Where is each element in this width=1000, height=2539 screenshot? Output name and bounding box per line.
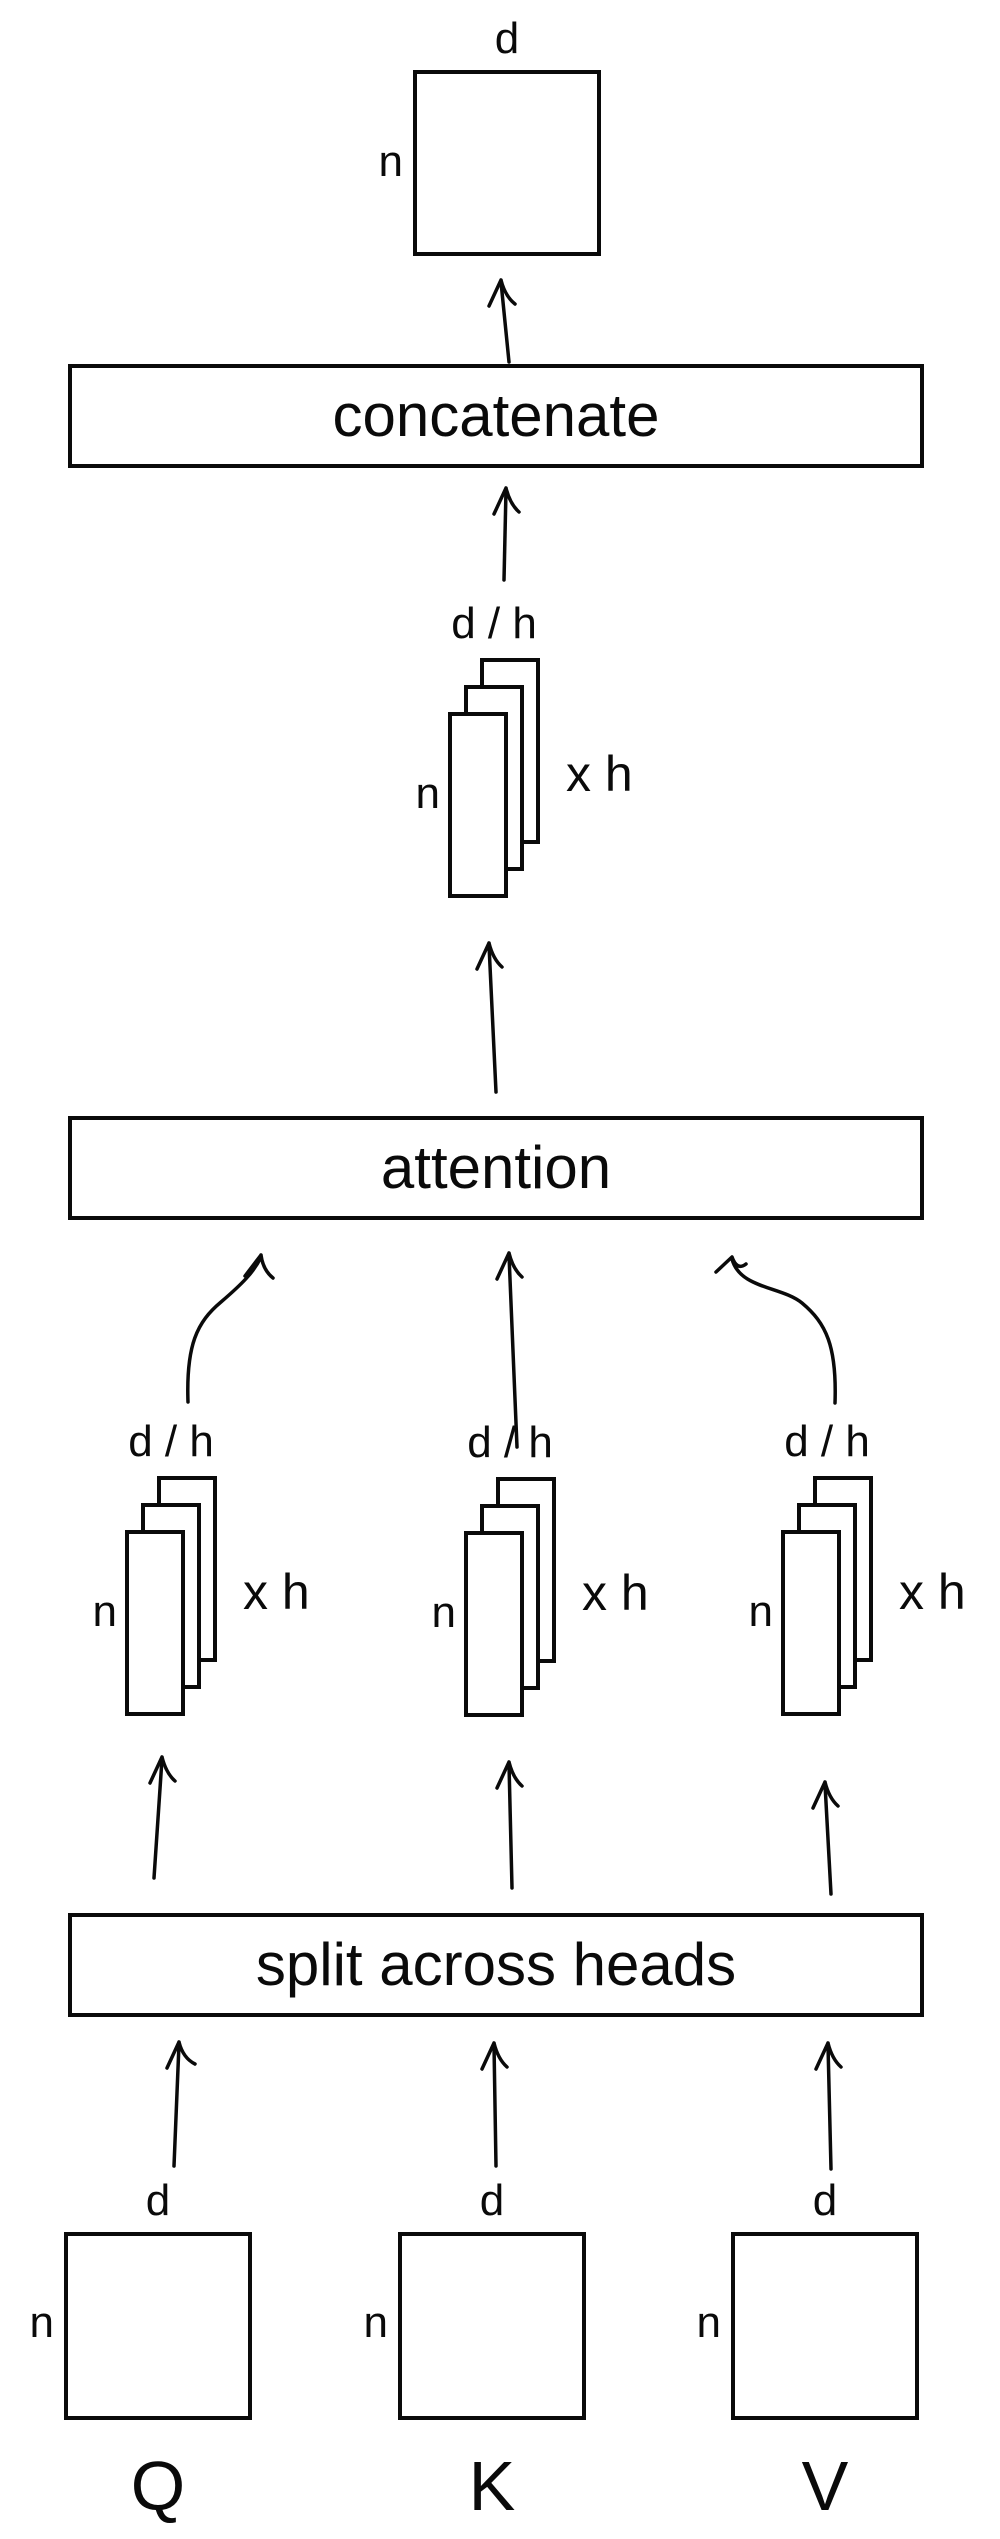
arrow-merged-stack-to-concatenate <box>492 486 521 582</box>
split-across-heads-box: split across heads <box>68 1913 924 2017</box>
merged-stack-side-dim-label: n <box>415 769 440 818</box>
arrow-q-heads-to-attention <box>186 1253 275 1404</box>
v-matrix-top-dim-label: d <box>812 2176 838 2225</box>
q-head-stack-sheet-front <box>125 1530 185 1716</box>
q-head-stack: d / h n x h <box>93 1418 310 1716</box>
arrow-v-to-split <box>814 2041 843 2171</box>
k-head-stack-side-dim-label: n <box>431 1588 456 1637</box>
v-matrix <box>731 2232 919 2420</box>
k-head-stack-count-label: x h <box>582 1565 649 1621</box>
q-head-stack-count-label: x h <box>243 1564 310 1620</box>
arrow-concatenate-to-output <box>487 278 517 364</box>
output-matrix <box>413 70 601 256</box>
concatenate-box-label: concatenate <box>332 382 660 449</box>
concatenate-box: concatenate <box>68 364 924 468</box>
q-matrix <box>64 2232 252 2420</box>
arrow-split-to-k-heads <box>495 1760 524 1890</box>
attention-box-label: attention <box>380 1134 612 1201</box>
k-head-stack-top-dim-label: d / h <box>467 1418 553 1467</box>
v-matrix-side-dim-label: n <box>696 2298 721 2347</box>
v-matrix-name-label: V <box>801 2447 849 2525</box>
output-matrix-side-dim-label: n <box>378 137 403 186</box>
k-matrix-top-dim-label: d <box>479 2176 505 2225</box>
split-across-heads-box-label: split across heads <box>255 1931 737 1998</box>
arrow-attention-to-merged-stack <box>475 941 504 1094</box>
v-head-stack: d / h n x h <box>749 1418 966 1716</box>
arrow-v-heads-to-attention <box>714 1255 837 1405</box>
v-head-stack-top-dim-label: d / h <box>784 1417 870 1466</box>
k-matrix-name-label: K <box>468 2447 516 2525</box>
merged-stack-top-dim-label: d / h <box>451 599 537 648</box>
output-matrix-top-dim-label: d <box>494 14 520 63</box>
q-matrix-name-label: Q <box>130 2447 186 2525</box>
k-head-stack-sheet-front <box>464 1531 524 1717</box>
k-matrix-side-dim-label: n <box>363 2298 388 2347</box>
arrow-split-to-v-heads <box>811 1780 840 1896</box>
v-head-stack-sheet-front <box>781 1530 841 1716</box>
v-head-stack-side-dim-label: n <box>748 1587 773 1636</box>
q-matrix-top-dim-label: d <box>145 2176 171 2225</box>
arrow-k-to-split <box>480 2041 509 2168</box>
v-head-stack-count-label: x h <box>899 1564 966 1620</box>
q-head-stack-top-dim-label: d / h <box>128 1417 214 1466</box>
k-matrix <box>398 2232 586 2420</box>
attention-box: attention <box>68 1116 924 1220</box>
merged-head-stack: d / h n x h <box>416 600 633 898</box>
merged-stack-count-label: x h <box>566 746 633 802</box>
merged-stack-sheet-front <box>448 712 508 898</box>
arrow-split-to-q-heads <box>148 1755 177 1880</box>
q-head-stack-side-dim-label: n <box>92 1587 117 1636</box>
arrow-q-to-split <box>165 2040 197 2168</box>
q-matrix-side-dim-label: n <box>29 2298 54 2347</box>
k-head-stack: d / h n x h <box>432 1419 649 1717</box>
